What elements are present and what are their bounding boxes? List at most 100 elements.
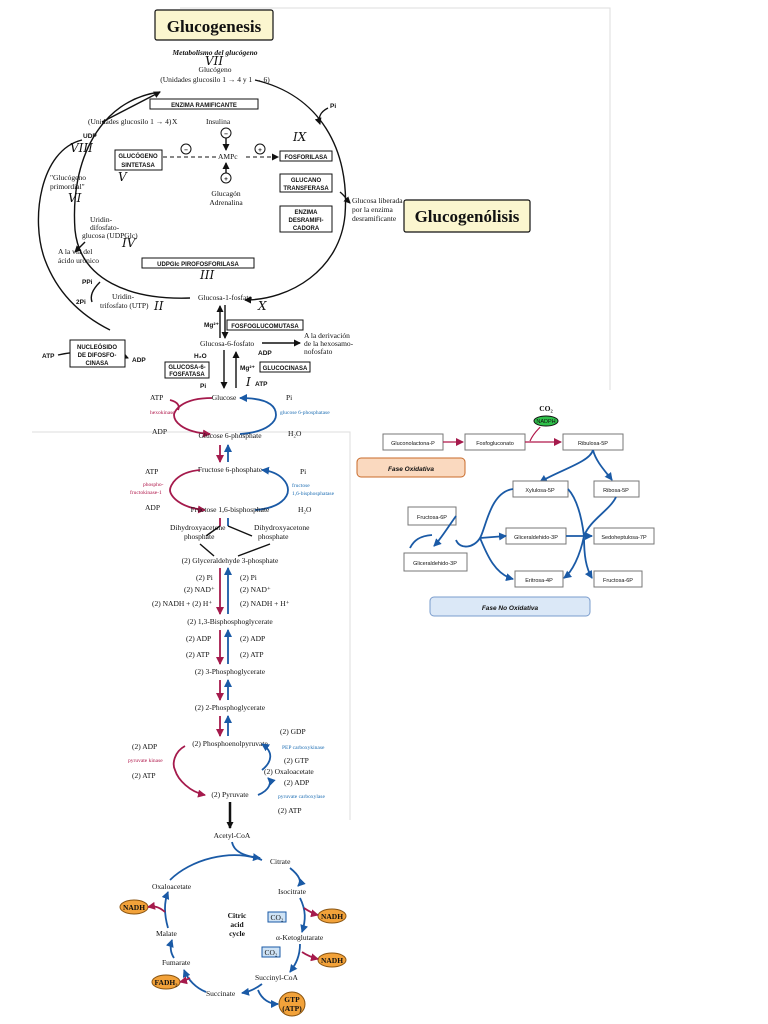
phosphorylase-box <box>279 150 333 162</box>
cycle-arc-4 <box>289 943 301 973</box>
atp-right: (2) ATP <box>240 650 264 659</box>
glucogenolisis-title: Glucogenólisis <box>415 207 520 226</box>
sedoheptulosa-label: Sedoheptulosa-7P <box>601 535 647 541</box>
adp-label-left: ADP <box>132 357 146 364</box>
g6p-label: Glucosa-6-fosfato <box>200 339 254 348</box>
ppp-to-eritrosa <box>479 537 514 582</box>
nadh-malate-label: NADH <box>123 903 145 912</box>
nadh-left: (2) NADH + (2) H⁺ <box>152 599 212 608</box>
glucan-transferase-box <box>279 173 333 193</box>
note-v: V <box>118 170 128 184</box>
liberated-glucose-3: desramificante <box>352 214 397 223</box>
co2-akg-badge <box>261 946 281 958</box>
amp-plus-sign: + <box>258 147 262 154</box>
ppi-label: PPi <box>82 279 93 286</box>
bpg-label: (2) 1,3-Bisphosphoglycerate <box>187 617 273 626</box>
dhap-left-2: phosphate <box>184 532 215 541</box>
g6pase-box <box>164 361 210 379</box>
ppp-fru-to-g3p <box>433 515 457 547</box>
branching-arrow <box>101 91 161 123</box>
glucan-transferase-label-1: GLUCANO <box>291 178 322 184</box>
amp-minus-sign: − <box>184 147 188 154</box>
debranching-enzyme-label-1: ENZIMA <box>295 210 319 216</box>
gtp-badge <box>278 991 306 1017</box>
glycogen-units-label: (Unidades glucosilo 1 → 4 y 1 → 6) <box>160 75 270 84</box>
cycle-arc-8 <box>161 891 170 929</box>
panel-frame-lines <box>32 7 611 820</box>
mg-label-1: Mg²⁺ <box>204 322 220 329</box>
fadh2-arrow <box>179 976 191 985</box>
nucleoside-kinase-label-3: CINASA <box>85 361 109 367</box>
ribosa-label: Ribosa-5P <box>603 488 629 494</box>
note-i: I <box>245 375 251 389</box>
nad-left: (2) NAD⁺ <box>184 585 215 594</box>
primordial-loop-arc <box>37 139 111 331</box>
cycle-arc-2 <box>289 867 306 887</box>
gdp-label: (2) GDP <box>280 727 306 736</box>
succinate-label: Succinate <box>206 989 236 998</box>
amp-plus-circle <box>254 143 266 155</box>
glucosyl-units-suffix: X <box>172 117 178 126</box>
cycle-arc-6 <box>182 969 207 993</box>
phosphoglucomutase-box <box>226 319 304 331</box>
aldolase-split-left <box>205 525 221 537</box>
eritrosa-node <box>514 570 564 588</box>
gtp-label: (2) GTP <box>284 756 309 765</box>
fosfogluconato-label: Fosfogluconato <box>476 441 514 447</box>
branching-enzyme-box <box>149 98 259 110</box>
udpglc-label-3: glucosa (UDPGlc) <box>82 231 138 240</box>
amp-minus-circle <box>180 143 192 155</box>
pc-arrow <box>257 777 276 796</box>
fase-oxidativa-label: Fase Oxidativa <box>388 466 434 473</box>
cycle-arc-5 <box>241 983 263 996</box>
co2-isocitrate-badge <box>267 911 287 923</box>
hexosamine-label-2: de la hexosamo- <box>304 339 354 348</box>
glucagon-label: Glucagón <box>211 189 240 198</box>
co2-akg-label: CO₂ <box>264 948 277 957</box>
hexokinase-label: hexokinase <box>150 410 175 416</box>
uronic-path-label-2: ácido urónico <box>58 256 99 265</box>
gliceraldehido-mid-label: Gliceraldehido-3P <box>514 535 558 541</box>
pepck-label: PEP carboxykinase <box>282 745 325 751</box>
adp-label-right: ADP <box>258 350 272 357</box>
nadh-malate-arrow <box>147 901 166 913</box>
nadh-isocitrate-label: NADH <box>321 912 343 921</box>
pi-step3: Pi <box>300 467 306 476</box>
glycogen-synthesis-arc <box>73 91 191 299</box>
phosphorylase-label: FOSFORILASA <box>285 155 329 161</box>
glucose-label: Glucose <box>212 393 237 402</box>
insulin-label: Insulina <box>206 117 231 126</box>
atp-label-left: ATP <box>42 353 55 360</box>
note-vii: VII <box>205 54 223 68</box>
glycogen-label: Glucógeno <box>199 65 232 74</box>
pyruvate-label: (2) Pyruvate <box>211 790 249 799</box>
nadph-branch <box>529 426 541 442</box>
cycle-arc-1 <box>169 854 263 881</box>
glucogenesis-title: Glucogenesis <box>167 17 262 36</box>
ppp-to-g3p-mid <box>479 532 507 541</box>
gtp-label-1: GTP <box>284 995 300 1004</box>
atp-label-right: ATP <box>255 381 268 388</box>
h2o-step1: H₂O <box>288 429 302 438</box>
ppp-xyl-down <box>567 488 585 537</box>
adp-right: (2) ADP <box>240 634 265 643</box>
ppi-split-arrow <box>90 281 101 303</box>
h2o-label: H₂O <box>194 353 207 360</box>
fumarate-label: Fumarate <box>162 958 191 967</box>
mg-label-2: Mg²⁺ <box>240 365 256 372</box>
citric-acid-cycle-panel: Acetyl-CoA Citrate Isocitrate α-Ketoglut… <box>119 831 347 1017</box>
nadh-right: (2) NADH + H⁺ <box>240 599 290 608</box>
pk-label: pyruvate kinase <box>128 758 163 764</box>
note-vi: VI <box>68 191 82 205</box>
h2o-step3: H₂O <box>298 505 312 514</box>
gliceraldehido-left-label: Gliceraldehido-3P <box>413 561 457 567</box>
pfk-arrow <box>169 469 206 514</box>
two-pi-label: 2Pi <box>76 299 86 306</box>
cycle-arc-7 <box>165 939 175 959</box>
pg3-label: (2) 3-Phosphoglycerate <box>195 667 266 676</box>
pi-left: (2) Pi <box>196 573 213 582</box>
adp-pc: (2) ADP <box>284 778 309 787</box>
atp-left: (2) ATP <box>186 650 210 659</box>
glycogen-metabolism-panel: Glucogenesis Metabolismo del glucógeno G… <box>37 9 403 390</box>
atp-step1: ATP <box>150 393 163 402</box>
